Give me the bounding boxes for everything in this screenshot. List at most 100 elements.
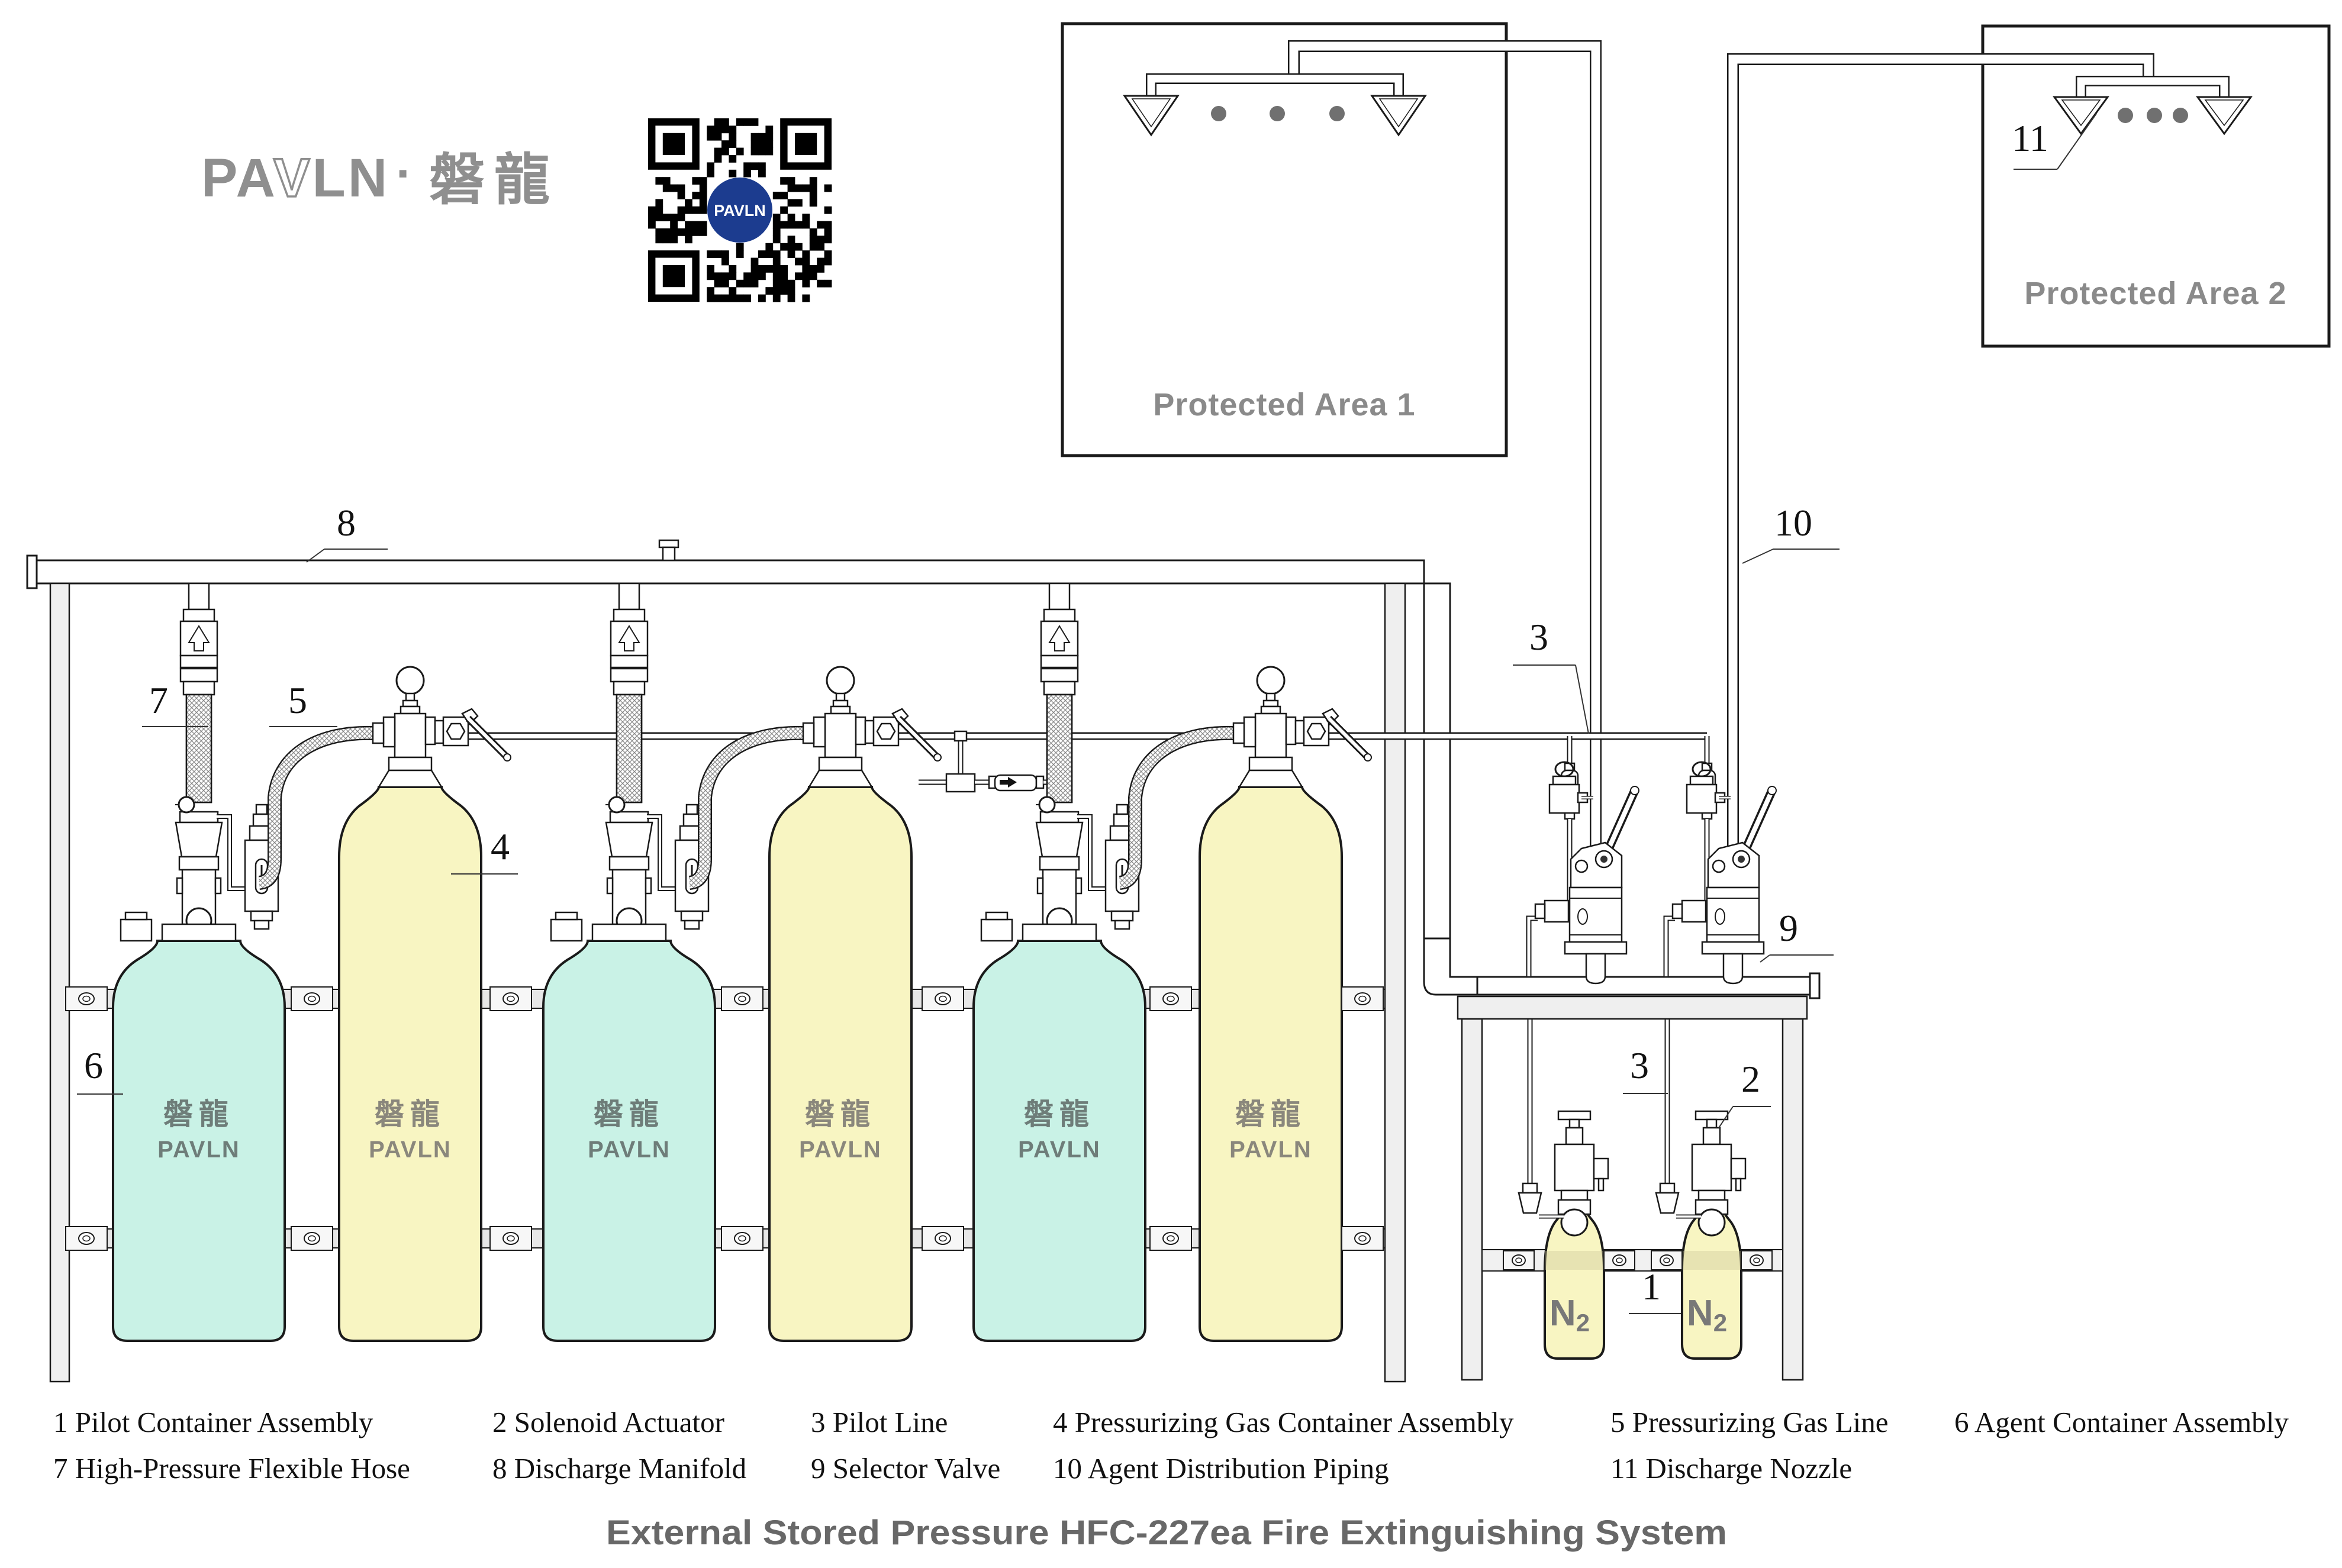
- gas-container-valve-assembly: [259, 667, 511, 890]
- agent-container-valve-assembly: [980, 582, 1106, 942]
- callout-6-number: 6: [84, 1044, 103, 1086]
- callout-8-number: 8: [337, 502, 356, 544]
- agent-container-cylinder: 磐龍 PAVLN: [112, 940, 286, 1342]
- agent-cylinder-label-cjk: 磐龍: [1024, 1098, 1095, 1131]
- solenoid-actuator: [1518, 1110, 1609, 1237]
- rail-bolt-plates: [65, 986, 1384, 1251]
- legend-item-5: 5 Pressurizing Gas Line: [1610, 1406, 1889, 1438]
- protected-area-1: Protected Area 1: [1061, 22, 1508, 457]
- pilot-line: [468, 730, 1707, 793]
- pressurizing-gas-cylinder: 磐龍 PAVLN: [338, 786, 482, 1342]
- callout-3-upper-number: 3: [1529, 616, 1548, 658]
- logo-cjk: 磐龍: [429, 149, 559, 211]
- callout-3-lower: 3: [1623, 1044, 1668, 1094]
- pilot-line-layer: [468, 730, 1707, 793]
- legend-item-2: 2 Solenoid Actuator: [492, 1406, 724, 1438]
- gas-cylinder-label-cjk: 磐龍: [1235, 1098, 1306, 1131]
- callouts-layer: 8 7 5 4 3 10 11 9 3 2 1 6: [77, 113, 2097, 1314]
- solenoid-actuator: [1655, 1110, 1747, 1237]
- legend-item-8: 8 Discharge Manifold: [492, 1452, 746, 1485]
- qr-code: PAVLN: [648, 118, 832, 302]
- legend: 1 Pilot Container Assembly 2 Solenoid Act…: [53, 1406, 2289, 1485]
- strap-tint: [1682, 1251, 1741, 1270]
- pressure-switch: [1686, 761, 1731, 814]
- selector-valve: [1663, 736, 1777, 985]
- callout-9: 9: [1760, 907, 1834, 963]
- callout-8: 8: [306, 502, 388, 563]
- legend-item-10: 10 Agent Distribution Piping: [1053, 1452, 1389, 1485]
- callout-5: 5: [269, 679, 337, 727]
- protected-area-2: Protected Area 2: [1981, 24, 2331, 348]
- strap-tint: [1545, 1251, 1604, 1270]
- protected-areas-layer: Protected Area 1 Protected Area 2: [1061, 22, 2331, 457]
- gas-cylinder-label-cjk: 磐龍: [805, 1098, 876, 1131]
- legend-item-6: 6 Agent Container Assembly: [1954, 1406, 2289, 1438]
- agent-container-cylinder: 磐龍 PAVLN: [972, 940, 1146, 1342]
- agent-cylinder-label-latin: PAVLN: [1018, 1137, 1101, 1163]
- discharge-nozzle-icon: [2053, 96, 2109, 135]
- callout-2: 2: [1718, 1058, 1771, 1128]
- nozzle-dot: [1211, 106, 1226, 121]
- nozzle-dot: [1270, 106, 1285, 121]
- pressurizing-gas-cylinder: 磐龍 PAVLN: [768, 786, 913, 1342]
- callout-6: 6: [77, 1044, 123, 1095]
- header-layer: External Stored Pressure HFC-227ea Fire …: [53, 118, 2289, 1552]
- pilot-container-n2-cylinder: N2: [1544, 1201, 1605, 1360]
- agent-container-valve-assembly: [550, 582, 675, 942]
- callout-1-number: 1: [1642, 1266, 1661, 1308]
- logo-separator: ·: [396, 146, 413, 201]
- callout-9-number: 9: [1779, 907, 1798, 949]
- callout-7: 7: [142, 679, 208, 727]
- cylinders-layer: 磐龍PAVLN磐龍PAVLN磐龍PAVLN磐龍PAVLN磐龍PAVLN磐龍PAV…: [65, 786, 1384, 1342]
- callout-1: 1: [1629, 1266, 1681, 1314]
- nozzle-dot: [1329, 106, 1345, 121]
- protected-area-2-label: Protected Area 2: [2024, 276, 2286, 311]
- legend-item-11: 11 Discharge Nozzle: [1610, 1452, 1852, 1485]
- qr-center-text: PAVLN: [714, 202, 766, 220]
- legend-item-9: 9 Selector Valve: [811, 1452, 1000, 1485]
- gas-cylinder-label-latin: PAVLN: [369, 1137, 452, 1163]
- callout-10: 10: [1742, 502, 1840, 564]
- selector-feed-pipe: [1476, 972, 1821, 999]
- discharge-nozzle-icon: [1370, 95, 1427, 137]
- agent-distribution-piping: [1123, 40, 2253, 859]
- gas-container-valve-assembly: [1120, 667, 1372, 890]
- pilot-container-n2-cylinder: N2: [1681, 1201, 1742, 1360]
- callout-4-number: 4: [491, 825, 510, 867]
- callout-5-number: 5: [288, 679, 307, 721]
- agent-cylinder-label-latin: PAVLN: [588, 1137, 671, 1163]
- brand-logo: PAVLN· 磐龍: [201, 146, 559, 211]
- nozzle-dot: [2147, 108, 2162, 123]
- gas-container-valve-assembly: [690, 667, 942, 890]
- legend-item-4: 4 Pressurizing Gas Container Assembly: [1053, 1406, 1514, 1438]
- discharge-nozzle-icon: [2196, 96, 2253, 135]
- callout-2-number: 2: [1741, 1058, 1760, 1100]
- manifold-riser-pipe: [1423, 582, 1478, 996]
- callout-11-number: 11: [2012, 117, 2048, 159]
- gas-cylinder-label-latin: PAVLN: [799, 1137, 882, 1163]
- legend-item-3: 3 Pilot Line: [811, 1406, 948, 1438]
- pressure-switch: [1548, 761, 1593, 814]
- callout-4: 4: [451, 825, 518, 875]
- nozzle-dot: [2173, 108, 2188, 123]
- selector-station-layer: N2 N2: [1457, 736, 1808, 1381]
- discharge-manifold: [26, 539, 1425, 589]
- agent-container-valve-assembly: [120, 582, 245, 942]
- selector-valve: [1526, 736, 1639, 985]
- discharge-nozzle-icon: [1123, 95, 1180, 137]
- logo-latin: PAVLN: [201, 148, 389, 208]
- callout-7-number: 7: [149, 679, 168, 721]
- agent-cylinder-label-latin: PAVLN: [157, 1137, 240, 1163]
- agent-cylinder-label-cjk: 磐龍: [163, 1098, 234, 1131]
- distribution-piping-layer: [1123, 40, 2253, 859]
- strap-bolt-plates: [1503, 1250, 1773, 1270]
- legend-item-1: 1 Pilot Container Assembly: [53, 1406, 373, 1438]
- callout-10-number: 10: [1774, 502, 1812, 544]
- gas-cylinder-label-cjk: 磐龍: [375, 1098, 446, 1131]
- nozzle-dot: [2118, 108, 2133, 123]
- protected-area-1-label: Protected Area 1: [1153, 387, 1415, 422]
